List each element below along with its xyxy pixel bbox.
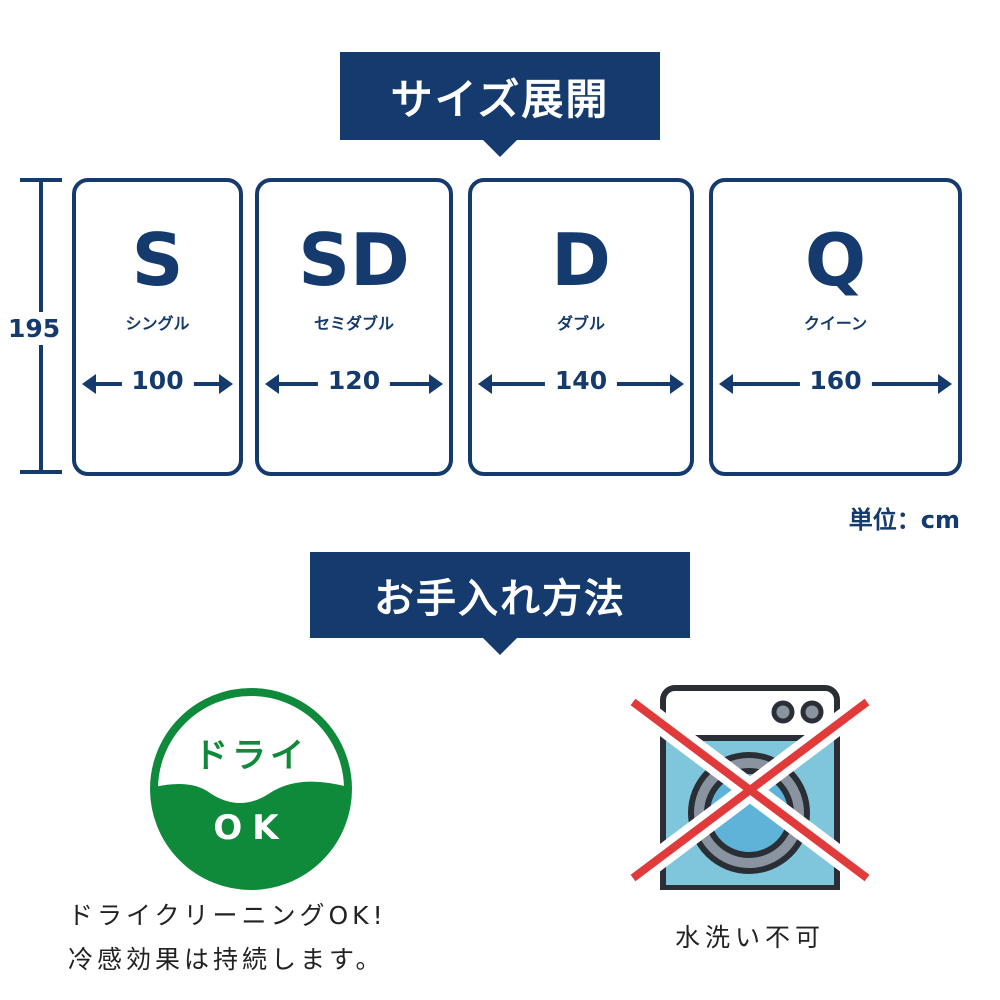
size-code: D (551, 218, 611, 302)
size-code: Q (804, 218, 867, 302)
width-value: 140 (544, 366, 618, 395)
width-value: 120 (317, 366, 391, 395)
width-arrow: 120 (265, 366, 443, 396)
width-value: 100 (121, 366, 194, 395)
size-card-s: S シングル 100 (72, 178, 243, 476)
dry-ok-badge: ドライ OK (150, 688, 352, 890)
dry-label: ドライ (194, 736, 308, 776)
size-code: SD (298, 218, 410, 302)
no-machine-wash-icon (626, 685, 874, 890)
dry-ok-icon (150, 688, 352, 890)
size-card-d: D ダブル 140 (468, 178, 694, 476)
width-value: 160 (799, 366, 872, 395)
size-card-q: Q クイーン 160 (709, 178, 962, 476)
ok-label: OK (213, 808, 289, 848)
size-name: クイーン (803, 314, 868, 333)
dry-line-1: ドライクリーニングOK! (68, 901, 387, 930)
width-arrow: 140 (478, 366, 684, 396)
size-name: セミダブル (313, 314, 394, 333)
care-section-banner: お手入れ方法 (310, 552, 690, 655)
height-value: 195 (8, 312, 61, 345)
dry-description: ドライクリーニングOK! 冷感効果は持続します。 (68, 894, 387, 982)
width-arrow: 160 (719, 366, 952, 396)
size-card-sd: SD セミダブル 120 (255, 178, 453, 476)
size-name: シングル (125, 314, 190, 333)
size-name: ダブル (556, 314, 605, 333)
size-code: S (131, 218, 184, 302)
no-wash-label: 水洗い不可 (674, 923, 825, 952)
size-section-banner: サイズ展開 (340, 52, 660, 157)
dry-line-2: 冷感効果は持続します。 (68, 945, 385, 974)
unit-label: 単位：cm (848, 506, 960, 534)
width-arrow: 100 (82, 366, 233, 396)
